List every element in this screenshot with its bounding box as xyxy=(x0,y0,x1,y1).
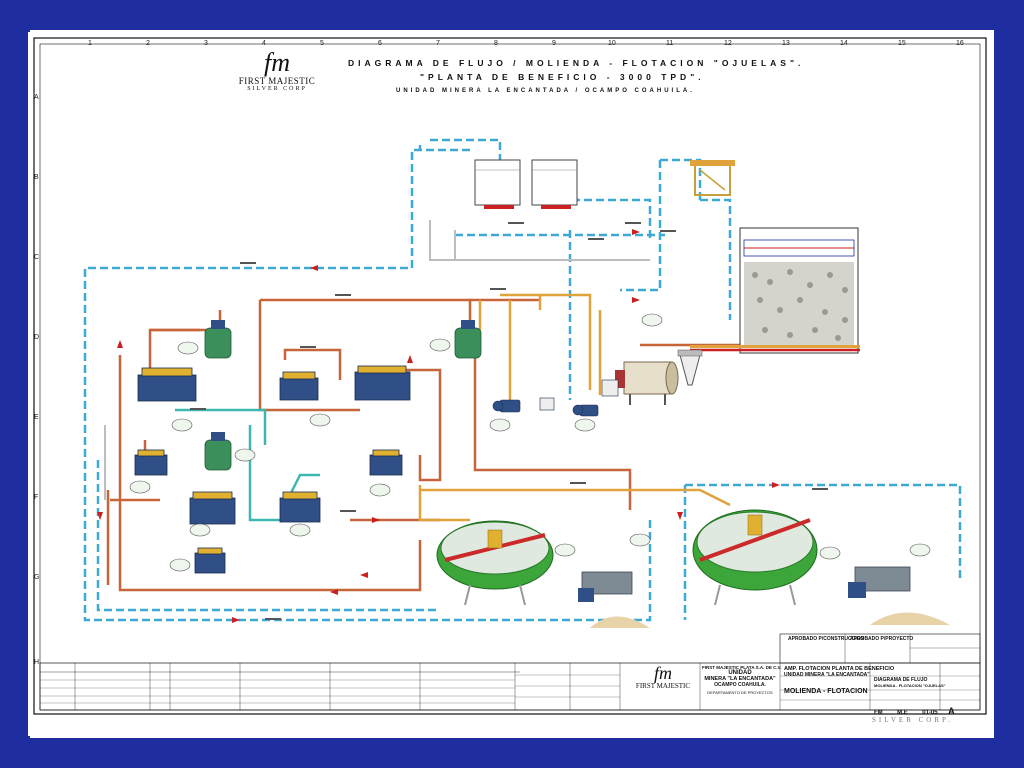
gray-lines xyxy=(104,220,650,500)
tb-revision: A xyxy=(948,706,955,716)
tb-by: FM xyxy=(874,710,883,716)
title-block-drawing: DIAGRAMA DE FLUJO MOLIENDA - FLOTACION "… xyxy=(874,677,946,688)
tb-department: DEPARTAMENTO DE PROYECTOS xyxy=(707,690,773,695)
storage-tanks xyxy=(474,159,578,209)
pumps xyxy=(492,379,619,417)
ball-mill xyxy=(615,361,679,405)
logo-monogram: fm xyxy=(264,48,290,77)
grid-columns-top: 1 2 3 4 5 6 7 8 9 10 11 12 13 14 15 16 xyxy=(40,40,980,48)
grid-row: B xyxy=(34,174,39,181)
title-block-logo: fm FIRST MAJESTIC xyxy=(628,664,698,690)
title-block xyxy=(39,633,981,711)
drawing-title-line3: UNIDAD MINERA LA ENCANTADA / OCAMPO COAH… xyxy=(396,88,695,94)
grid-row: D xyxy=(34,334,40,341)
tb-drawing-name: DIAGRAMA DE FLUJO xyxy=(874,677,928,683)
grid-col: 9 xyxy=(552,40,556,47)
filter-presses xyxy=(578,566,950,628)
tb-project-sub: UNIDAD MINERA "LA ENCANTADA" xyxy=(784,672,870,678)
tb-unit-name: MINERA "LA ENCANTADA" xyxy=(704,676,776,682)
grid-col: 12 xyxy=(724,40,732,47)
tb-drawing-name-sub: MOLIENDA - FLOTACION "OJUELAS" xyxy=(874,683,946,688)
thickener-right xyxy=(692,509,818,606)
grid-row: H xyxy=(34,659,40,666)
tb-company: FIRST MAJESTIC PLATA S.A. DE C.V. xyxy=(702,665,782,670)
grid-col: 10 xyxy=(608,40,616,47)
grid-col: 2 xyxy=(146,40,150,47)
grid-row: G xyxy=(34,574,40,581)
drawing-title-line2: "PLANTA DE BENEFICIO - 3000 TPD". xyxy=(420,72,705,82)
tb-location: OCAMPO COAHUILA. xyxy=(714,682,766,688)
flow-arrows xyxy=(97,229,780,623)
company-logo: fm FIRST MAJESTIC SILVER CORP xyxy=(232,50,322,110)
title-block-codes: FM M.E 01-05 A xyxy=(874,701,974,719)
grid-col: 6 xyxy=(378,40,382,47)
tb-approved-project: APROBADO P/PROYECTO xyxy=(850,636,914,642)
grid-col: 13 xyxy=(782,40,790,47)
logo-company-sub: SILVER CORP xyxy=(247,86,307,92)
tb-sheet: 01-05 xyxy=(922,710,938,716)
grid-col: 15 xyxy=(898,40,906,47)
grid-col: 14 xyxy=(840,40,848,47)
grid-col: 4 xyxy=(262,40,266,47)
small-annotations xyxy=(190,222,828,620)
grid-col: 5 xyxy=(320,40,324,47)
hopper-structure xyxy=(690,160,735,196)
drawing-border xyxy=(33,37,987,715)
logo-company-name: FIRST MAJESTIC xyxy=(238,76,316,86)
drawing-title-line1: DIAGRAMA DE FLUJO / MOLIENDA - FLOTACION… xyxy=(348,58,805,68)
flotation-cells xyxy=(134,365,411,574)
thickener-left xyxy=(436,520,554,606)
title-block-project: AMP. FLOTACION PLANTA DE BENEFICIO UNIDA… xyxy=(784,666,895,695)
grid-col: 16 xyxy=(956,40,964,47)
grid-row: E xyxy=(34,414,39,421)
grid-row: F xyxy=(34,494,39,501)
grid-col: 11 xyxy=(666,40,674,47)
grid-col: 8 xyxy=(494,40,498,47)
grid-row: C xyxy=(34,254,40,261)
footer-watermark: SILVER CORP. xyxy=(872,716,953,724)
conditioning-tanks xyxy=(204,320,482,471)
grid-rows-left: A B C D E F G H xyxy=(34,44,42,684)
cyclone xyxy=(677,349,703,386)
instrument-bubbles xyxy=(129,313,931,572)
ore-stockpile-building xyxy=(690,227,860,354)
gold-concentrate-lines xyxy=(418,293,731,522)
grid-row: A xyxy=(34,94,39,101)
tb-drawing-title: MOLIENDA - FLOTACION xyxy=(784,688,868,695)
grid-col: 3 xyxy=(204,40,208,47)
tb-unit-label: UNIDAD xyxy=(728,670,752,676)
tb-checked: M.E xyxy=(897,710,908,716)
tb-approved-construction: APROBADO P/CONSTRUCCION xyxy=(788,636,865,642)
tb-project: AMP. FLOTACION PLANTA DE BENEFICIO xyxy=(784,666,895,672)
grid-col: 1 xyxy=(88,40,92,47)
title-block-company: FIRST MAJESTIC xyxy=(635,682,691,690)
title-block-monogram: fm xyxy=(654,663,672,683)
title-block-company-info: FIRST MAJESTIC PLATA S.A. DE C.V. UNIDAD… xyxy=(702,665,782,695)
grid-col: 7 xyxy=(436,40,440,47)
